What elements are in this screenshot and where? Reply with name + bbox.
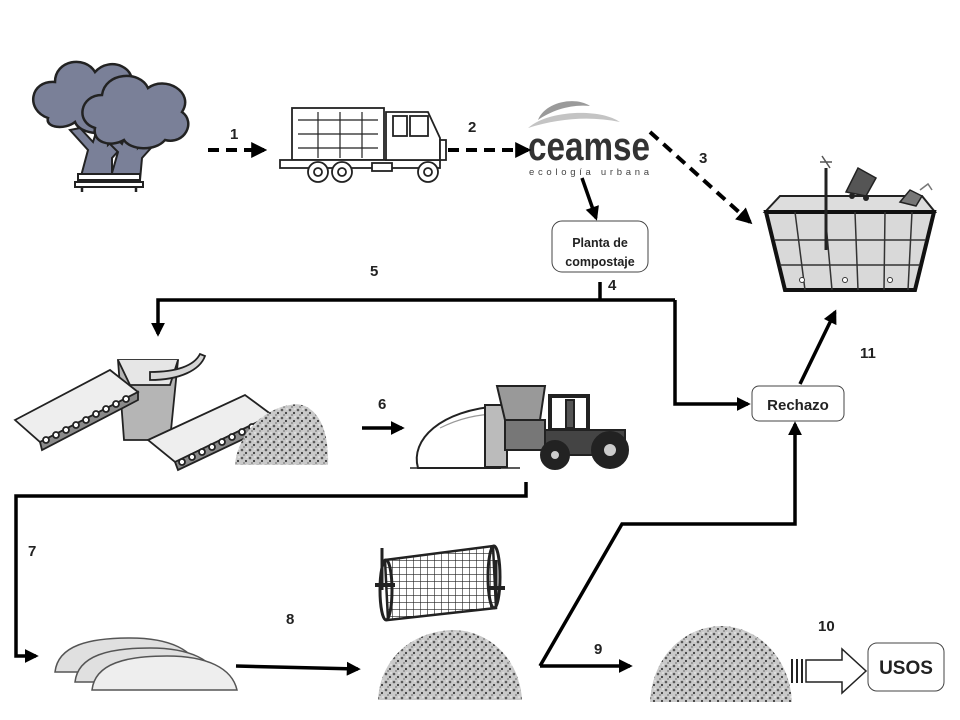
arrow-4 xyxy=(598,282,748,404)
uses-label: USOS xyxy=(879,658,933,679)
reject-box: Rechazo xyxy=(751,385,845,422)
conveyor-shredder-icon xyxy=(13,352,329,472)
trees-icon xyxy=(31,60,190,192)
arrow-3 xyxy=(648,130,753,225)
step-11: 11 xyxy=(860,345,876,362)
step-8: 8 xyxy=(286,611,294,628)
step-2: 2 xyxy=(468,119,476,136)
arrow-plant xyxy=(580,177,599,221)
arrow-7 xyxy=(14,482,528,663)
tractor-bagger-icon xyxy=(410,385,629,470)
composting-plant-line-2: compostaje xyxy=(565,255,635,269)
landfill-icon xyxy=(762,155,938,292)
composting-plant-box: Planta de compostaje xyxy=(551,220,649,273)
screened-compost-pile-icon xyxy=(378,630,522,700)
hollow-arrow-uses xyxy=(791,647,868,695)
ceamse-logo: ceamse ecología urbana xyxy=(528,101,650,178)
dump-truck-icon xyxy=(279,107,447,183)
reject-label: Rechazo xyxy=(767,397,829,414)
windrows-icon xyxy=(54,637,238,691)
finished-compost-pile-icon xyxy=(650,626,792,702)
arrow-8 xyxy=(235,661,361,676)
step-3: 3 xyxy=(699,150,707,167)
step-4: 4 xyxy=(608,277,617,294)
step-1: 1 xyxy=(230,126,238,143)
step-10: 10 xyxy=(818,618,835,635)
step-6: 6 xyxy=(378,396,386,413)
step-9: 9 xyxy=(594,641,602,658)
uses-box: USOS xyxy=(867,642,945,692)
composting-plant-line-1: Planta de xyxy=(572,236,628,250)
step-7: 7 xyxy=(28,543,36,560)
logo-tagline: ecología urbana xyxy=(529,167,650,178)
step-5: 5 xyxy=(370,263,378,280)
trommel-screen-icon xyxy=(375,544,505,622)
arrow-11 xyxy=(798,309,837,385)
arrow-5 xyxy=(151,298,675,337)
arrow-to-reject xyxy=(538,421,802,667)
logo-name: ceamse xyxy=(528,125,650,169)
